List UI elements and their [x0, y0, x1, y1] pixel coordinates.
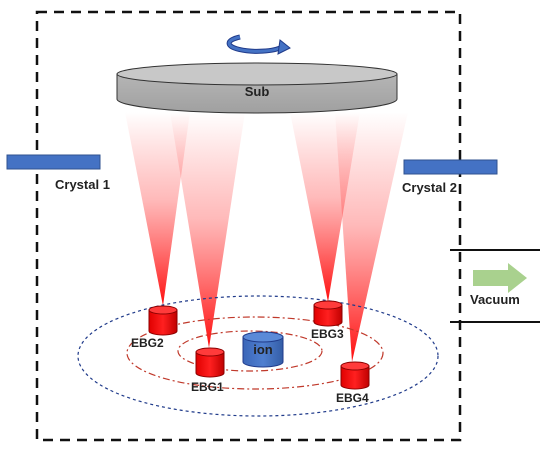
vacuum-port: Vacuum — [450, 249, 540, 323]
crystal-2-label: Crystal 2 — [402, 180, 457, 195]
ebg2-source — [148, 305, 178, 336]
beam-ebg1 — [170, 112, 245, 348]
ebg3-label: EBG3 — [311, 327, 344, 341]
ion-source: ion — [242, 331, 284, 368]
beam-ebg4 — [335, 112, 408, 362]
beam-ebg2 — [125, 112, 190, 306]
ion-label: ion — [253, 342, 273, 357]
chamber-boundary — [35, 10, 462, 442]
outer-orbit — [77, 295, 439, 417]
vacuum-label: Vacuum — [470, 292, 520, 307]
crystal-2-sensor — [403, 159, 498, 175]
ebg3-source — [313, 300, 343, 327]
ebg4-source — [340, 361, 370, 390]
ebg2-label: EBG2 — [131, 336, 164, 350]
ebg1-source — [195, 347, 225, 378]
crystal-1-label: Crystal 1 — [55, 177, 110, 192]
evaporation-beams — [125, 112, 408, 362]
flow-arrow-icon — [473, 263, 527, 293]
ebg1-label: EBG1 — [191, 380, 224, 394]
inner-orbit — [177, 330, 323, 372]
substrate-disc: Sub — [116, 62, 398, 114]
crystal-1-sensor — [6, 154, 101, 170]
rotation-arrow-icon — [226, 34, 291, 55]
ebg4-label: EBG4 — [336, 391, 369, 405]
middle-orbit — [126, 316, 384, 390]
substrate-label: Sub — [245, 84, 270, 99]
